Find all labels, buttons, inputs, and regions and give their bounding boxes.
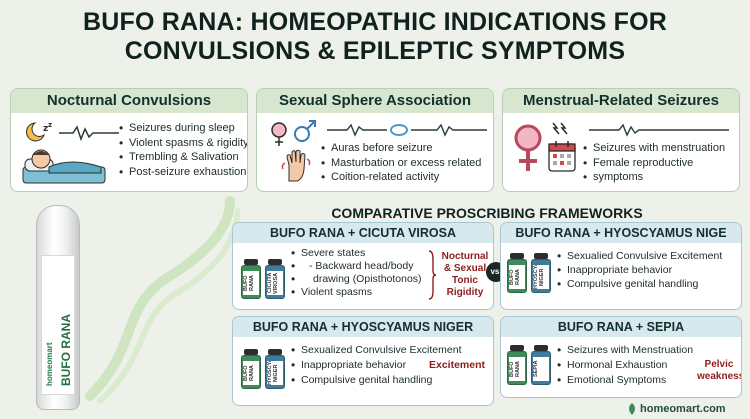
calendar-icon [548, 141, 576, 172]
panel-heading: BUFO RANA + HYOSCYAMUS NIGE [501, 223, 741, 243]
medicine-vial-icon: BUFO RANA [507, 253, 527, 293]
medicine-vial-icon: BUFO RANA [241, 259, 261, 299]
heartbeat-wave-icon [589, 123, 729, 137]
annotation-note: Excitement [428, 359, 486, 371]
list-item: Hormonal Exhaustion [557, 358, 693, 373]
list-item: Inappropriate behavior [557, 263, 722, 277]
title-line-2: CONVULSIONS & EPILEPTIC SYMPTOMS [124, 37, 626, 65]
bullet-list: Seizures with menstruation Female reprod… [583, 141, 725, 185]
medicine-vial-icon: HYOSCYA NIGER [265, 349, 285, 389]
list-item: Seizures with menstruation [583, 141, 725, 156]
list-item: Post-seizure exhaustion [119, 165, 247, 180]
card-heading: Nocturnal Convulsions [11, 89, 247, 113]
list-item: Sexualized Convulsive Excitement [291, 343, 462, 358]
brace-icon [428, 250, 437, 300]
bullet-list: Seizures with Menstruation Hormonal Exha… [557, 343, 693, 388]
bullet-list: Auras before seizure Masturbation or exc… [321, 141, 481, 185]
medicine-vial-icon: BUFO RANA [507, 345, 527, 385]
svg-text:z: z [43, 124, 48, 134]
card-heading: Sexual Sphere Association [257, 89, 493, 113]
list-item: Seizures during sleep [119, 121, 247, 136]
annotation-note: Nocturnal & Sexual Tonic Rigidity [441, 251, 489, 298]
male-symbol-icon [294, 120, 316, 142]
bottle-brand: homeomart [45, 342, 54, 386]
heartbeat-wave-icon [327, 123, 487, 137]
page-title: BUFO RANA: HOMEOPATHIC INDICATIONS FOR C… [0, 8, 750, 66]
raised-hand-icon [281, 149, 311, 182]
panel-bufo-cicuta: BUFO RANA + CICUTA VIROSA BUFO RANA CICU… [232, 222, 494, 310]
list-item: Coition-related activity [321, 170, 481, 185]
panel-bufo-hyoscyamus-2: BUFO RANA + HYOSCYAMUS NIGER BUFO RANA H… [232, 316, 494, 406]
female-symbol-icon [514, 124, 542, 171]
list-item: Severe states [291, 247, 422, 260]
list-item: Auras before seizure [321, 141, 481, 156]
heartbeat-wave-icon [59, 125, 119, 141]
bullet-list: Seizures during sleep Violent spasms & r… [119, 121, 247, 180]
list-item-sub: - Backward head/body [291, 260, 422, 273]
card-menstrual-seizures: Menstrual-Related Seizures Seizures with… [502, 88, 740, 192]
list-item: Female reproductive [583, 156, 725, 171]
leaf-swirl-icon [85, 196, 240, 404]
panel-bufo-sepia: BUFO RANA + SEPIA BUFO RANA SEPIA Seizur… [500, 316, 742, 398]
medicine-vial-icon: CICUTA VIROSA [265, 259, 285, 299]
lightning-icon [552, 122, 568, 135]
medicine-vial-icon: BUFO RANA [241, 349, 261, 389]
list-item: Seizures with Menstruation [557, 343, 693, 358]
list-item: Sexualied Convulsive Excitement [557, 249, 722, 263]
list-item: Compulsive genital handling [291, 373, 462, 388]
bullet-list: Severe states - Backward head/body drawi… [291, 247, 422, 299]
list-item: Inappropriate behavior [291, 358, 462, 373]
list-item: Violent spasms [291, 286, 422, 299]
list-item: Masturbation or excess related [321, 156, 481, 171]
bottle-label: homeomart BUFO RANA [41, 255, 75, 395]
medicine-vial-icon: HYOSCYA NIGER [531, 253, 551, 293]
list-item: Compulsive genital handling [557, 277, 722, 291]
card-heading: Menstrual-Related Seizures [503, 89, 739, 113]
bottle-name: BUFO RANA [59, 314, 73, 386]
list-item-sub: drawing (Opisthotonos) [291, 273, 422, 286]
female-symbol-icon [271, 122, 287, 146]
card-sexual-sphere: Sexual Sphere Association Auras before s… [256, 88, 494, 192]
sleeping-person-icon [22, 149, 106, 184]
moon-icon: z z [26, 121, 52, 142]
list-item: Emotional Symptoms [557, 373, 693, 388]
svg-text:z: z [48, 121, 52, 129]
title-line-1: BUFO RANA: HOMEOPATHIC INDICATIONS FOR [83, 8, 667, 36]
panel-heading: BUFO RANA + CICUTA VIROSA [233, 223, 493, 243]
list-item: Trembling & Salivation [119, 150, 247, 165]
footer-brand: homeomart.com [640, 403, 726, 415]
bullet-list: Sexualized Convulsive Excitement Inappro… [291, 343, 462, 388]
leaf-icon [629, 403, 635, 415]
bullet-list: Sexualied Convulsive Excitement Inapprop… [557, 249, 722, 291]
panel-bufo-hyoscyamus-1: BUFO RANA + HYOSCYAMUS NIGE BUFO RANA HY… [500, 222, 742, 310]
annotation-note: Pelvic weakness [697, 359, 742, 382]
section-title: COMPARATIVE PROSCRIBING FRAMEWORKS [331, 205, 643, 221]
list-item: Violent spasms & rigidity [119, 136, 247, 151]
medicine-vial-icon: SEPIA [531, 345, 551, 385]
card-nocturnal-convulsions: Nocturnal Convulsions z z Seizures durin… [10, 88, 248, 192]
panel-heading: BUFO RANA + SEPIA [501, 317, 741, 337]
list-item-continued: symptoms [583, 170, 725, 185]
panel-heading: BUFO RANA + HYOSCYAMUS NIGER [233, 317, 493, 337]
